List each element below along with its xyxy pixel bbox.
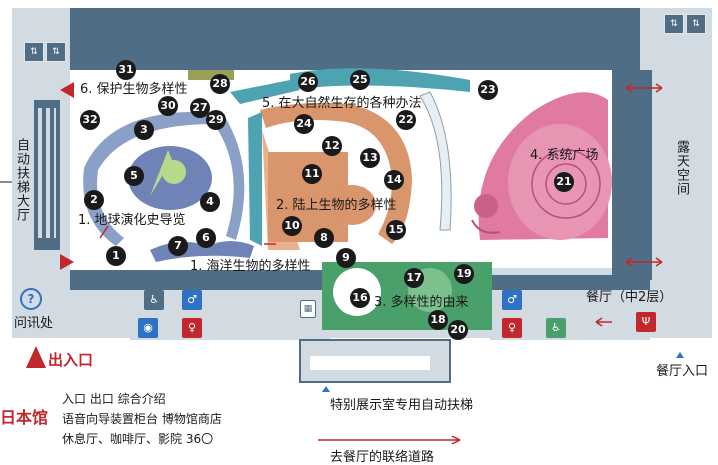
male-restroom-icon: ♂	[502, 290, 522, 310]
fork-knife-icon: Ψ	[636, 312, 656, 332]
male-restroom-icon: ♂	[182, 290, 202, 310]
zone1-gallery	[83, 111, 214, 246]
marker-29[interactable]: 29	[206, 110, 226, 130]
locker-icon: ▦	[300, 300, 316, 318]
marker-28[interactable]: 28	[210, 74, 230, 94]
marker-11[interactable]: 11	[302, 164, 322, 184]
info-desk-label: 问讯处	[14, 316, 54, 331]
zone4-label: 4. 系统广场	[530, 148, 599, 163]
restaurant-label: 餐厅（中2层）	[586, 290, 673, 305]
marker-2[interactable]: 2	[84, 190, 104, 210]
legend-title: 日本馆	[0, 408, 49, 427]
marker-4[interactable]: 4	[200, 192, 220, 212]
legend-line-3: 休息厅、咖啡厅、影院 36〇	[62, 432, 214, 446]
right-wall	[612, 70, 652, 280]
open-space-area	[658, 70, 710, 290]
female-restroom-icon: ♀	[182, 318, 202, 338]
marker-8[interactable]: 8	[314, 228, 334, 248]
baby-icon: ◉	[138, 318, 158, 338]
open-space-label: 露天空间	[674, 140, 689, 196]
marker-22[interactable]: 22	[396, 110, 416, 130]
marker-14[interactable]: 14	[384, 170, 404, 190]
marker-13[interactable]: 13	[360, 148, 380, 168]
restaurant-entrance-label: 餐厅入口	[656, 364, 709, 379]
marker-12[interactable]: 12	[322, 136, 342, 156]
marker-23[interactable]: 23	[478, 80, 498, 100]
marker-7[interactable]: 7	[168, 236, 188, 256]
marker-20[interactable]: 20	[448, 320, 468, 340]
entrance-arrow-upper	[60, 82, 74, 98]
marker-6[interactable]: 6	[196, 228, 216, 248]
marker-1[interactable]: 1	[106, 246, 126, 266]
legend-line-1: 入口 出口 综合介绍	[62, 392, 166, 406]
zone2-label: 2. 陆上生物的多样性	[276, 198, 397, 213]
marker-24[interactable]: 24	[294, 114, 314, 134]
entrance-triangle-legend	[26, 346, 46, 368]
accessible-restroom-icon: ♿	[546, 318, 566, 338]
elevator-icon: ⇅	[686, 14, 706, 34]
marine-label: 1. 海洋生物的多样性	[190, 259, 311, 274]
zone3-label: 3. 多样性的由来	[374, 295, 469, 310]
marker-9[interactable]: 9	[336, 248, 356, 268]
special-escalator-label: 特别展示室专用自动扶梯	[330, 398, 474, 413]
legend-line-2: 语音向导装置柜台 博物馆商店	[62, 412, 222, 426]
marker-32[interactable]: 32	[80, 110, 100, 130]
female-restroom-icon: ♀	[502, 318, 522, 338]
entrance-arrow-lower	[60, 254, 74, 270]
elevator-icon: ⇅	[24, 42, 44, 62]
marker-5[interactable]: 5	[124, 166, 144, 186]
elevator-icon: ⇅	[46, 42, 66, 62]
marker-17[interactable]: 17	[404, 268, 424, 288]
restaurant-arrow	[595, 317, 612, 327]
zone6-strip	[188, 70, 234, 80]
route-to-restaurant-label: 去餐厅的联络道路	[330, 450, 435, 465]
marker-25[interactable]: 25	[350, 70, 370, 90]
bottom-wall	[70, 270, 330, 290]
marker-19[interactable]: 19	[454, 264, 474, 284]
marker-18[interactable]: 18	[428, 310, 448, 330]
zone6-label: 6. 保护生物多样性	[80, 82, 188, 97]
top-left-block	[12, 8, 70, 38]
skeleton-exhibit	[419, 91, 452, 231]
zone5-label: 5. 在大自然生存的各种办法	[262, 96, 422, 111]
marker-27[interactable]: 27	[190, 98, 210, 118]
marker-30[interactable]: 30	[158, 96, 178, 116]
marker-21[interactable]: 21	[554, 172, 574, 192]
top-wall	[70, 8, 640, 70]
route-line	[318, 435, 461, 445]
marker-10[interactable]: 10	[282, 216, 302, 236]
escalator-hall-label: 自动扶梯大厅	[14, 138, 29, 222]
entrance-exit-label: 出入口	[48, 351, 94, 369]
marker-16[interactable]: 16	[350, 288, 370, 308]
bottom-right-wall	[490, 275, 650, 290]
marker-26[interactable]: 26	[298, 72, 318, 92]
elevator-icon: ⇅	[664, 14, 684, 34]
marker-3[interactable]: 3	[134, 120, 154, 140]
marker-15[interactable]: 15	[386, 220, 406, 240]
marker-31[interactable]: 31	[116, 60, 136, 80]
zone5-band	[290, 68, 470, 92]
zone1-label: 1. 地球演化史导览	[78, 213, 186, 228]
nursing-room-icon: ♿	[144, 290, 164, 310]
info-icon: ?	[20, 288, 42, 310]
